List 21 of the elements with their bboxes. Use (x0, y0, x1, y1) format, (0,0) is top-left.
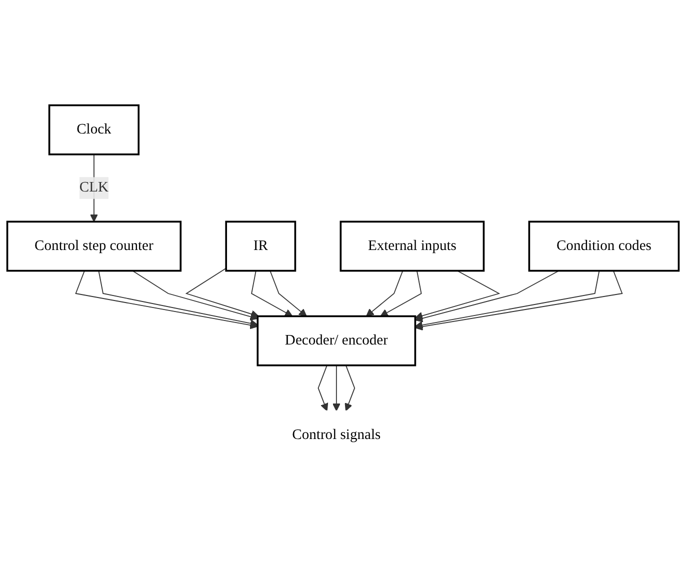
arrow (75, 270, 258, 330)
node-box: External inputs (340, 221, 485, 272)
node-box: Control step counter (6, 221, 182, 272)
arrow (98, 270, 258, 328)
arrow (332, 365, 340, 412)
edge-label: CLK (79, 180, 109, 196)
arrow (344, 365, 356, 412)
arrow (270, 270, 307, 317)
node-box: Clock (48, 104, 140, 156)
arrow (414, 270, 500, 320)
arrow (414, 270, 560, 323)
node-box: Condition codes (528, 221, 680, 272)
arrow (251, 270, 293, 317)
arrow (366, 270, 404, 317)
arrow (318, 365, 328, 412)
arrow (185, 268, 259, 318)
arrow (132, 270, 258, 321)
node-box: Decoder/ encoder (256, 316, 416, 367)
node-box: IR (225, 221, 296, 272)
arrow (380, 270, 422, 317)
node-text: Control signals (292, 428, 381, 444)
